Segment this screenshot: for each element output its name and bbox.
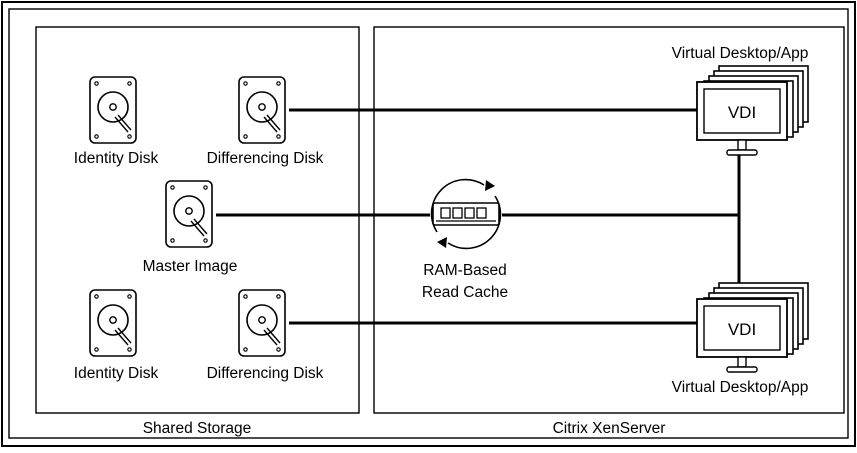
differencing-disk-bottom-icon bbox=[238, 289, 286, 357]
virtual-desktop-bottom-label: Virtual Desktop/App bbox=[672, 379, 809, 396]
xenserver-caption: Citrix XenServer bbox=[553, 420, 666, 437]
vdi-top-screen-text: VDI bbox=[728, 103, 756, 122]
identity-disk-bottom-icon bbox=[89, 289, 137, 357]
ram-cache-icon bbox=[430, 178, 502, 250]
identity-disk-top-label: Identity Disk bbox=[74, 150, 159, 167]
ram-cache-label-line1: RAM-Based bbox=[423, 262, 507, 279]
master-image-label: Master Image bbox=[143, 258, 238, 275]
differencing-disk-top-label: Differencing Disk bbox=[207, 150, 324, 167]
virtual-desktop-top-label: Virtual Desktop/App bbox=[672, 45, 809, 62]
ram-cache-label-line2: Read Cache bbox=[422, 284, 508, 301]
connection-lines bbox=[216, 108, 741, 325]
master-image-disk-icon bbox=[165, 180, 213, 248]
identity-disk-top-icon bbox=[89, 76, 137, 144]
inner-frame bbox=[8, 8, 849, 439]
differencing-disk-bottom-label: Differencing Disk bbox=[207, 365, 324, 382]
differencing-disk-top-icon bbox=[238, 76, 286, 144]
identity-disk-bottom-label: Identity Disk bbox=[74, 365, 159, 382]
vdi-bottom-screen-text: VDI bbox=[728, 320, 756, 339]
shared-storage-caption: Shared Storage bbox=[143, 420, 252, 437]
